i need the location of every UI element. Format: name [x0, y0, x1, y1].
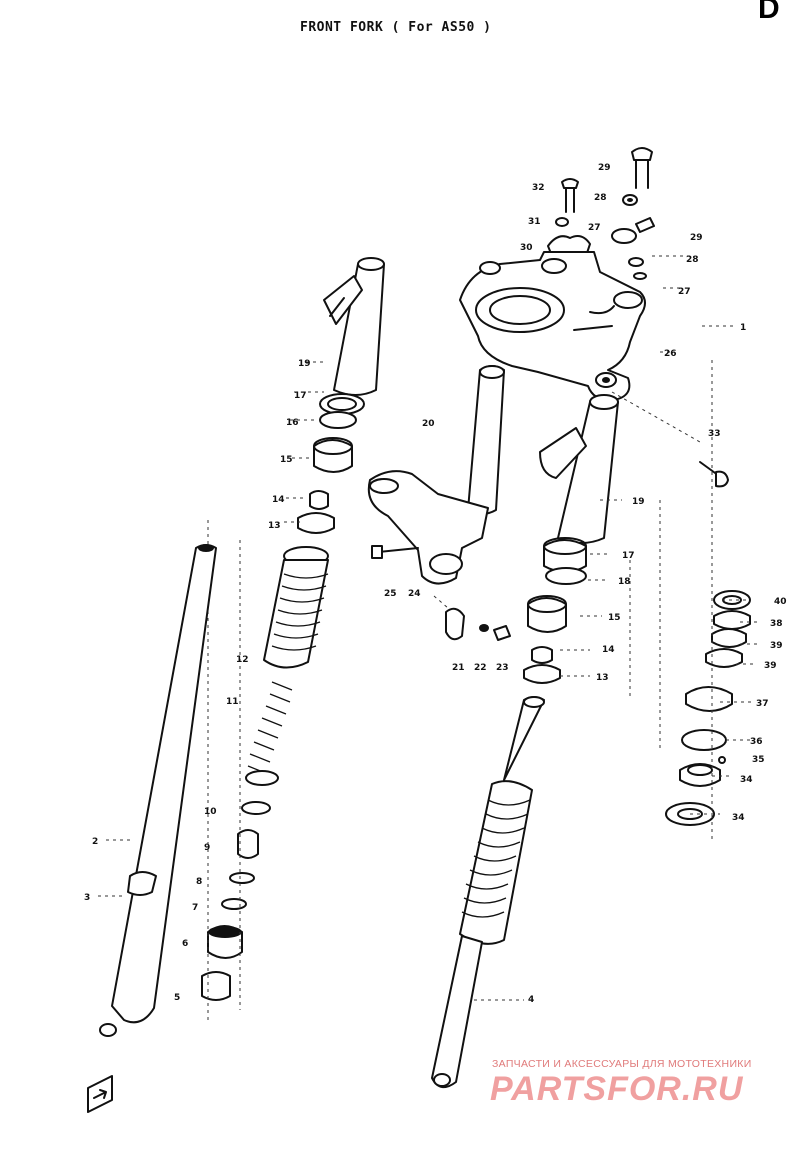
- callout-labels: 29 32 28 31 27 30 29 28 27 1 26 19 17 16…: [84, 163, 787, 1005]
- callout-label: 22: [474, 663, 487, 673]
- diagram-title: FRONT FORK ( For AS50 ): [300, 20, 492, 35]
- watermark-logo: PARTSFOR.RU: [490, 1070, 744, 1108]
- arrow-icon: [87, 1075, 113, 1113]
- callout-label: 27: [588, 223, 601, 233]
- callout-label: 35: [752, 755, 765, 765]
- callout-label: 11: [226, 697, 239, 707]
- callout-label: 26: [664, 349, 677, 359]
- callout-label: 3: [84, 893, 90, 903]
- callout-label: 8: [196, 877, 202, 887]
- callout-label: 2: [92, 837, 98, 847]
- callout-label: 34: [732, 813, 745, 823]
- callout-label: 17: [294, 391, 307, 401]
- callout-label: 34: [740, 775, 753, 785]
- callout-label: 19: [298, 359, 311, 369]
- callout-label: 16: [286, 418, 299, 428]
- left-boot-spring-assembly: [201, 520, 329, 1020]
- callout-label: 37: [756, 699, 769, 709]
- callout-label: 5: [174, 993, 180, 1003]
- callout-label: 39: [770, 641, 783, 651]
- callout-label: 27: [678, 287, 691, 297]
- callout-label: 18: [618, 577, 631, 587]
- steering-bearing-stack: [665, 590, 751, 826]
- callout-label: 13: [268, 521, 281, 531]
- callout-label: 15: [608, 613, 621, 623]
- right-lower-leg: [431, 696, 545, 1089]
- callout-label: 33: [708, 429, 721, 439]
- callout-label: 29: [690, 233, 703, 243]
- callout-label: 30: [520, 243, 533, 253]
- callout-label: 31: [528, 217, 541, 227]
- corner-mark: D: [758, 0, 780, 25]
- callout-label: 32: [532, 183, 545, 193]
- callout-label: 6: [182, 939, 188, 949]
- callout-label: 38: [770, 619, 783, 629]
- callout-label: 1: [740, 323, 746, 333]
- callout-label: 7: [192, 903, 198, 913]
- callout-label: 36: [750, 737, 763, 747]
- callout-label: 20: [422, 419, 435, 429]
- watermark-caption: ЗАПЧАСТИ И АКСЕССУАРЫ ДЛЯ МОТОТЕХНИКИ: [492, 1058, 752, 1070]
- callout-label: 13: [596, 673, 609, 683]
- callout-label: 29: [598, 163, 611, 173]
- callout-label: 40: [774, 597, 787, 607]
- callout-label: 21: [452, 663, 465, 673]
- callout-label: 39: [764, 661, 777, 671]
- left-inner-tube: [99, 544, 217, 1037]
- right-upper-tube-assembly: [523, 394, 729, 684]
- callout-label: 12: [236, 655, 249, 665]
- callout-label: 28: [686, 255, 699, 265]
- callout-label: 14: [602, 645, 615, 655]
- callout-label: 24: [408, 589, 421, 599]
- callout-label: 17: [622, 551, 635, 561]
- left-upper-tube-assembly: [297, 257, 385, 534]
- callout-label: 28: [594, 193, 607, 203]
- callout-label: 23: [496, 663, 509, 673]
- callout-label: 25: [384, 589, 397, 599]
- callout-label: 14: [272, 495, 285, 505]
- callout-label: 4: [528, 995, 534, 1005]
- leader-lines: [98, 255, 758, 1001]
- callout-label: 9: [204, 843, 210, 853]
- callout-label: 15: [280, 455, 293, 465]
- upper-bracket-assembly: [459, 147, 655, 402]
- callout-label: 19: [632, 497, 645, 507]
- steering-stem-assembly: [367, 365, 511, 641]
- callout-label: 10: [204, 807, 217, 817]
